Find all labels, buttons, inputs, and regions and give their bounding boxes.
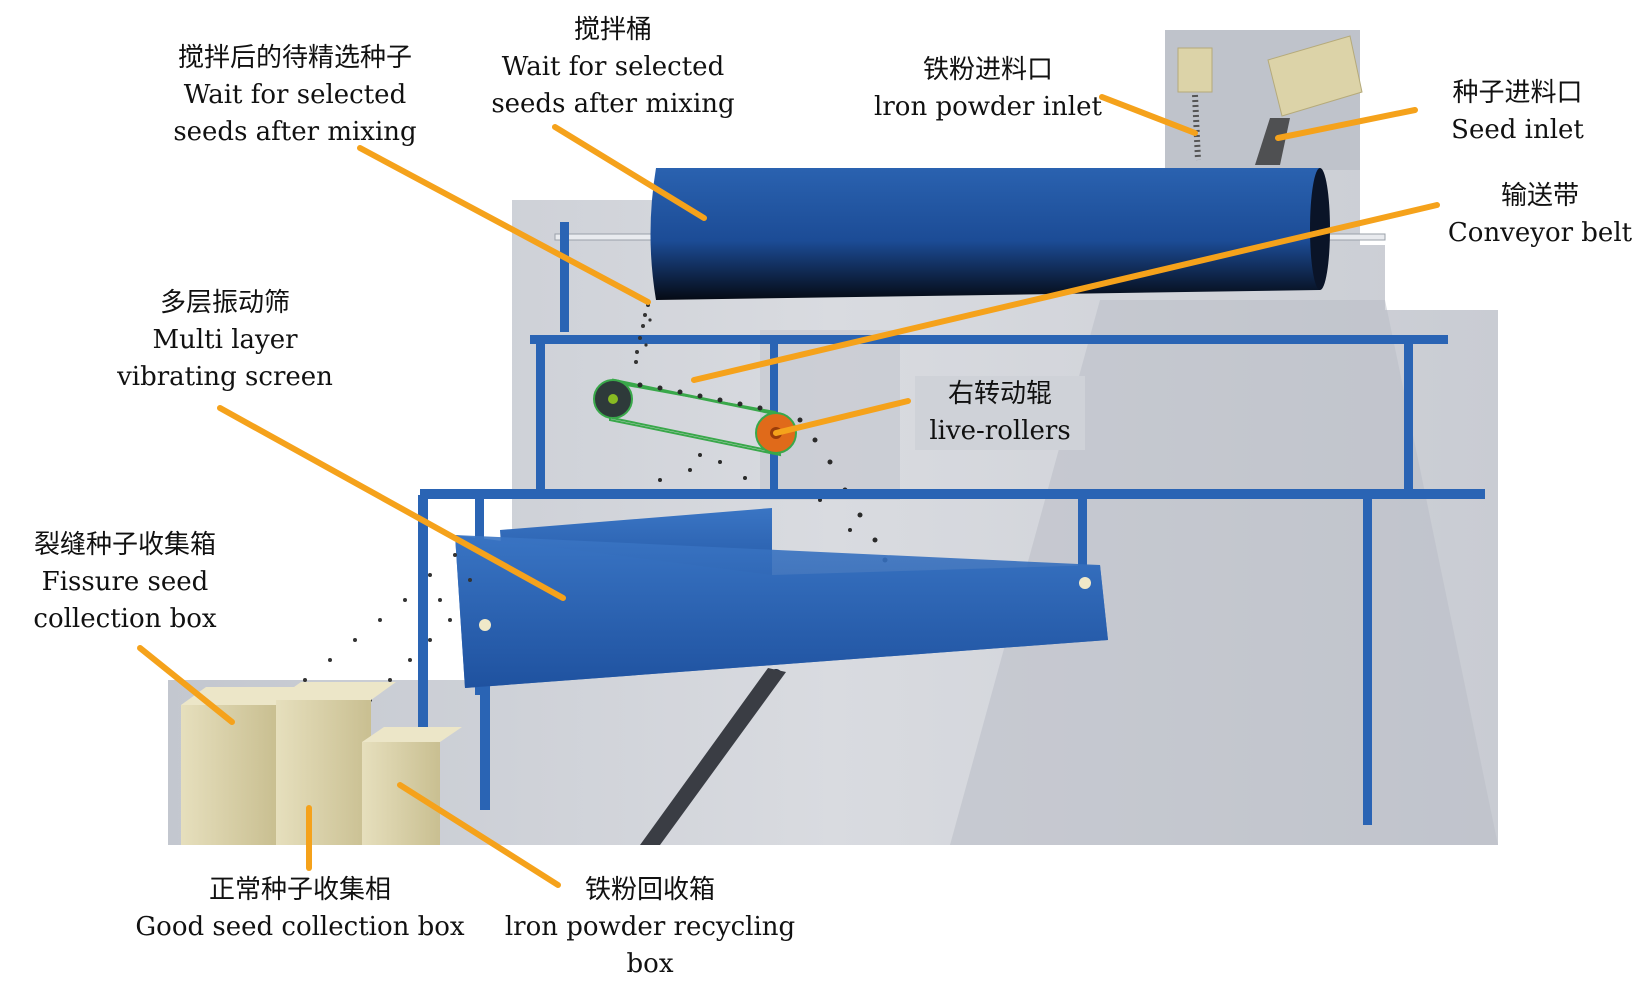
leader-stirred-seeds xyxy=(357,145,651,305)
machine-illustration xyxy=(137,30,1498,888)
seed-hopper xyxy=(1255,35,1363,165)
left-roller xyxy=(593,379,633,419)
leader-mixing-bucket xyxy=(552,124,707,221)
label-fissure-box-en1: Fissure seed xyxy=(41,567,209,597)
label-seed-inlet: 种子进料口 Seed inlet xyxy=(1430,75,1605,149)
label-vibrating-screen-zh: 多层振动筛 xyxy=(159,288,290,318)
label-stirred-seeds-zh: 搅拌后的待精选种子 xyxy=(177,43,412,73)
label-seed-inlet-en: Seed inlet xyxy=(1451,115,1584,145)
leader-lines xyxy=(137,94,1440,888)
label-mixing-bucket-en1: Wait for selected xyxy=(501,52,725,82)
leader-live-rollers xyxy=(773,398,911,436)
label-live-rollers-en: live-rollers xyxy=(929,416,1071,446)
label-fissure-box: 裂缝种子收集箱 Fissure seed collection box xyxy=(5,527,245,638)
label-iron-inlet-zh: 铁粉进料口 xyxy=(922,55,1053,85)
label-seed-inlet-zh: 种子进料口 xyxy=(1452,78,1583,108)
label-stirred-seeds-en1: Wait for selected xyxy=(183,80,407,110)
leader-iron-box xyxy=(397,782,561,888)
leader-vibrating-screen xyxy=(217,405,566,601)
label-good-box-en: Good seed collection box xyxy=(135,912,465,942)
label-mixing-bucket: 搅拌桶 Wait for selected seeds after mixing xyxy=(478,12,748,123)
diagram-stage: 搅拌后的待精选种子 Wait for selected seeds after … xyxy=(5,12,1640,979)
label-mixing-bucket-en2: seeds after mixing xyxy=(491,89,735,119)
label-conveyor-belt-en: Conveyor belt xyxy=(1447,218,1633,248)
label-conveyor-belt: 输送带 Conveyor belt xyxy=(1440,178,1640,252)
label-iron-box: 铁粉回收箱 lron powder recycling box xyxy=(480,872,820,983)
label-stirred-seeds-en2: seeds after mixing xyxy=(173,117,417,147)
leader-conveyor xyxy=(691,202,1440,383)
label-stirred-seeds: 搅拌后的待精选种子 Wait for selected seeds after … xyxy=(150,40,440,151)
label-live-rollers-zh: 右转动辊 xyxy=(947,379,1052,409)
iron-powder-recycling-box xyxy=(362,727,462,845)
mixing-drum xyxy=(650,168,1330,300)
label-fissure-box-en2: collection box xyxy=(33,604,217,634)
label-vibrating-screen: 多层振动筛 Multi layer vibrating screen xyxy=(105,285,345,396)
label-iron-box-en: lron powder recycling box xyxy=(504,912,796,979)
label-fissure-box-zh: 裂缝种子收集箱 xyxy=(33,530,216,560)
label-good-box-zh: 正常种子收集相 xyxy=(208,875,391,905)
label-mixing-bucket-zh: 搅拌桶 xyxy=(573,15,652,45)
label-iron-inlet: 铁粉进料口 lron powder inlet xyxy=(868,52,1108,126)
label-iron-inlet-en: lron powder inlet xyxy=(874,92,1102,122)
label-good-box: 正常种子收集相 Good seed collection box xyxy=(135,872,465,946)
support-leg xyxy=(640,668,786,845)
good-seed-collection-box xyxy=(276,682,396,845)
iron-powder-hopper xyxy=(1177,47,1213,161)
leader-seed-inlet xyxy=(1275,107,1418,141)
rail-post xyxy=(560,222,569,332)
label-iron-box-zh: 铁粉回收箱 xyxy=(584,875,715,905)
label-conveyor-belt-zh: 输送带 xyxy=(1500,181,1579,211)
label-vibrating-screen-en1: Multi layer xyxy=(152,325,298,355)
multi-layer-vibrating-screen xyxy=(455,508,1108,688)
fissure-seed-collection-box xyxy=(181,687,301,845)
leader-iron-inlet xyxy=(1099,94,1198,136)
leader-fissure-box xyxy=(137,645,235,725)
label-vibrating-screen-en2: vibrating screen xyxy=(117,362,333,392)
label-live-rollers: 右转动辊 live-rollers xyxy=(915,376,1085,450)
